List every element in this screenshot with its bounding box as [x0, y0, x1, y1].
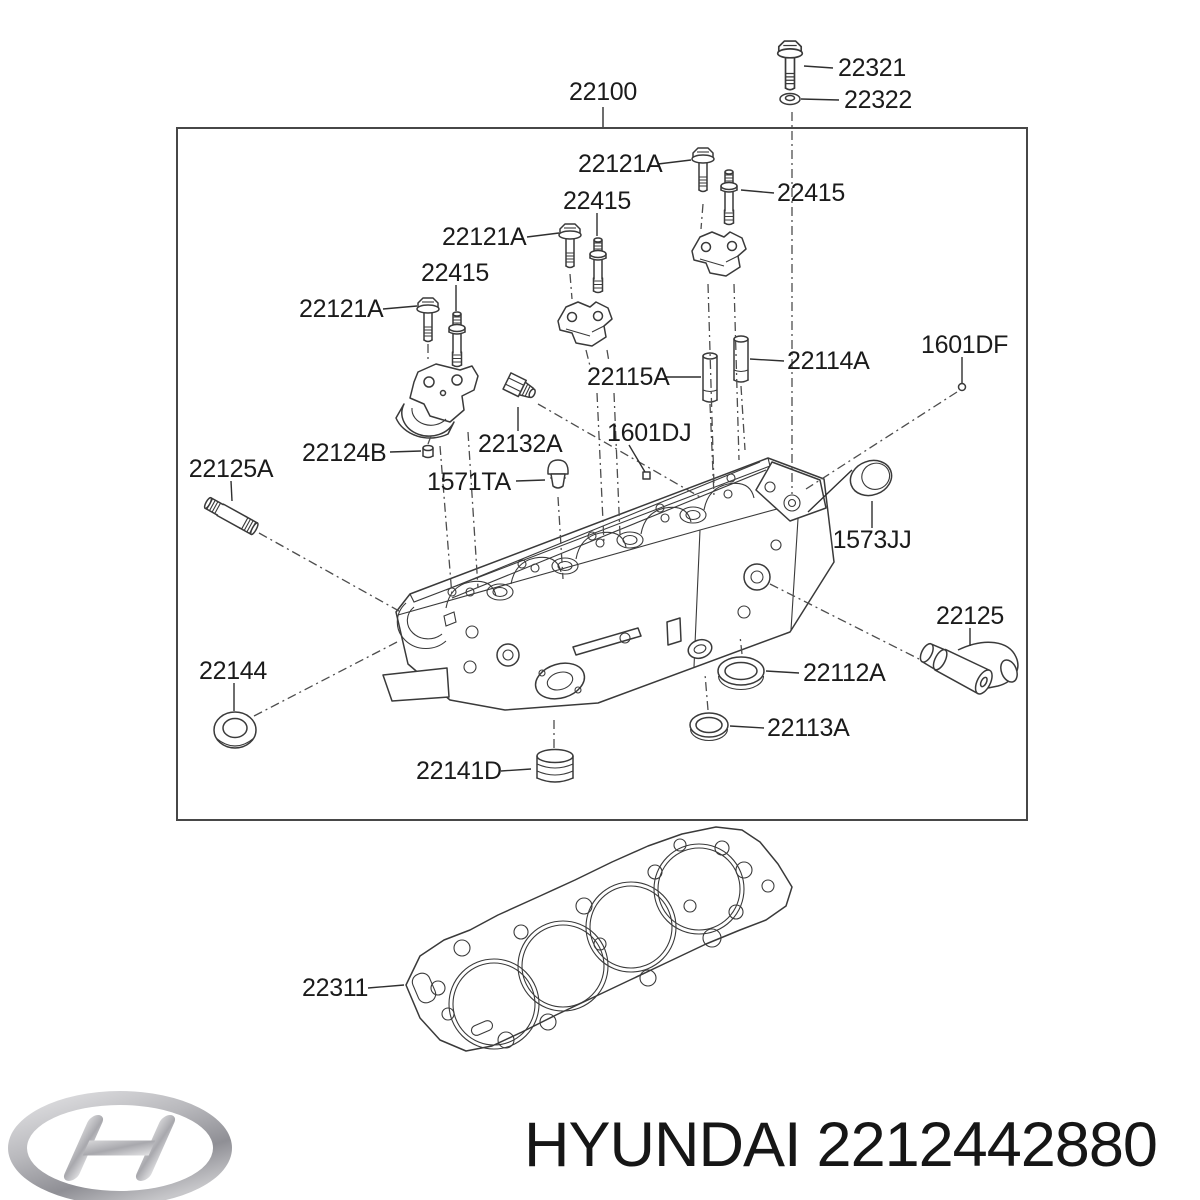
- leader-lines: [230, 65, 971, 989]
- part-dowel-22124B: [422, 444, 434, 459]
- callout-22121A-left: 22121A: [299, 295, 384, 323]
- part-stud-22125A: [203, 496, 259, 536]
- callout-22144: 22144: [199, 657, 267, 685]
- callout-22121A-middle: 22121A: [442, 223, 527, 251]
- part-valve-guide-22114A: [733, 335, 749, 383]
- part-ring-22112A: [717, 656, 765, 691]
- callout-22415-middle: 22415: [563, 187, 631, 215]
- part-seal-ring-22144: [213, 711, 257, 749]
- hyundai-logo-icon: [8, 1091, 232, 1200]
- callout-22100: 22100: [569, 78, 637, 106]
- marker-plug-1601DJ: [642, 471, 651, 480]
- callout-22112A: 22112A: [803, 659, 886, 687]
- part-cylinder-head: [382, 457, 835, 711]
- projection-lines: [253, 112, 958, 748]
- callout-22115A: 22115A: [587, 363, 670, 391]
- part-plug-1571TA: [547, 459, 569, 489]
- part-head-gasket-22311: [405, 826, 793, 1052]
- part-sealing-cap-1573JJ: [849, 459, 893, 497]
- part-washer-22322: [779, 92, 801, 106]
- part-ring-22113A: [689, 712, 729, 742]
- callout-22322: 22322: [844, 86, 912, 114]
- callout-1571TA: 1571TA: [427, 468, 512, 496]
- callout-22415-top: 22415: [777, 179, 845, 207]
- callout-labels: 22100 22321 22322 22121A 22415 22415 221…: [189, 54, 1009, 1002]
- callout-22415-left: 22415: [421, 259, 489, 287]
- part-breather-pipe-22125: [919, 641, 1019, 695]
- part-bearing-cap-left: [395, 363, 479, 439]
- marker-plug-1601DF: [957, 382, 967, 392]
- part-valve-guide-22115A: [702, 352, 718, 403]
- callout-22125A: 22125A: [189, 455, 274, 483]
- callout-22114A: 22114A: [787, 347, 870, 375]
- callout-22321: 22321: [838, 54, 906, 82]
- callout-22124B: 22124B: [302, 439, 386, 467]
- callout-1601DJ: 1601DJ: [607, 419, 691, 447]
- callout-1573JJ: 1573JJ: [833, 526, 912, 554]
- part-sensor-22132A: [502, 372, 536, 399]
- callout-22311: 22311: [302, 974, 368, 1002]
- callout-22132A: 22132A: [478, 430, 563, 458]
- brand-text: HYUNDAI: [524, 1110, 801, 1180]
- assembly-boundary-box: [176, 127, 1028, 821]
- part-number-text: 2212442880: [817, 1110, 1157, 1180]
- callout-22121A-top: 22121A: [578, 150, 663, 178]
- callout-22113A: 22113A: [767, 714, 850, 742]
- callout-22141D: 22141D: [416, 757, 502, 785]
- callout-1601DF: 1601DF: [921, 331, 1008, 359]
- callout-22125: 22125: [936, 602, 1004, 630]
- part-core-plug-22141D: [536, 748, 574, 783]
